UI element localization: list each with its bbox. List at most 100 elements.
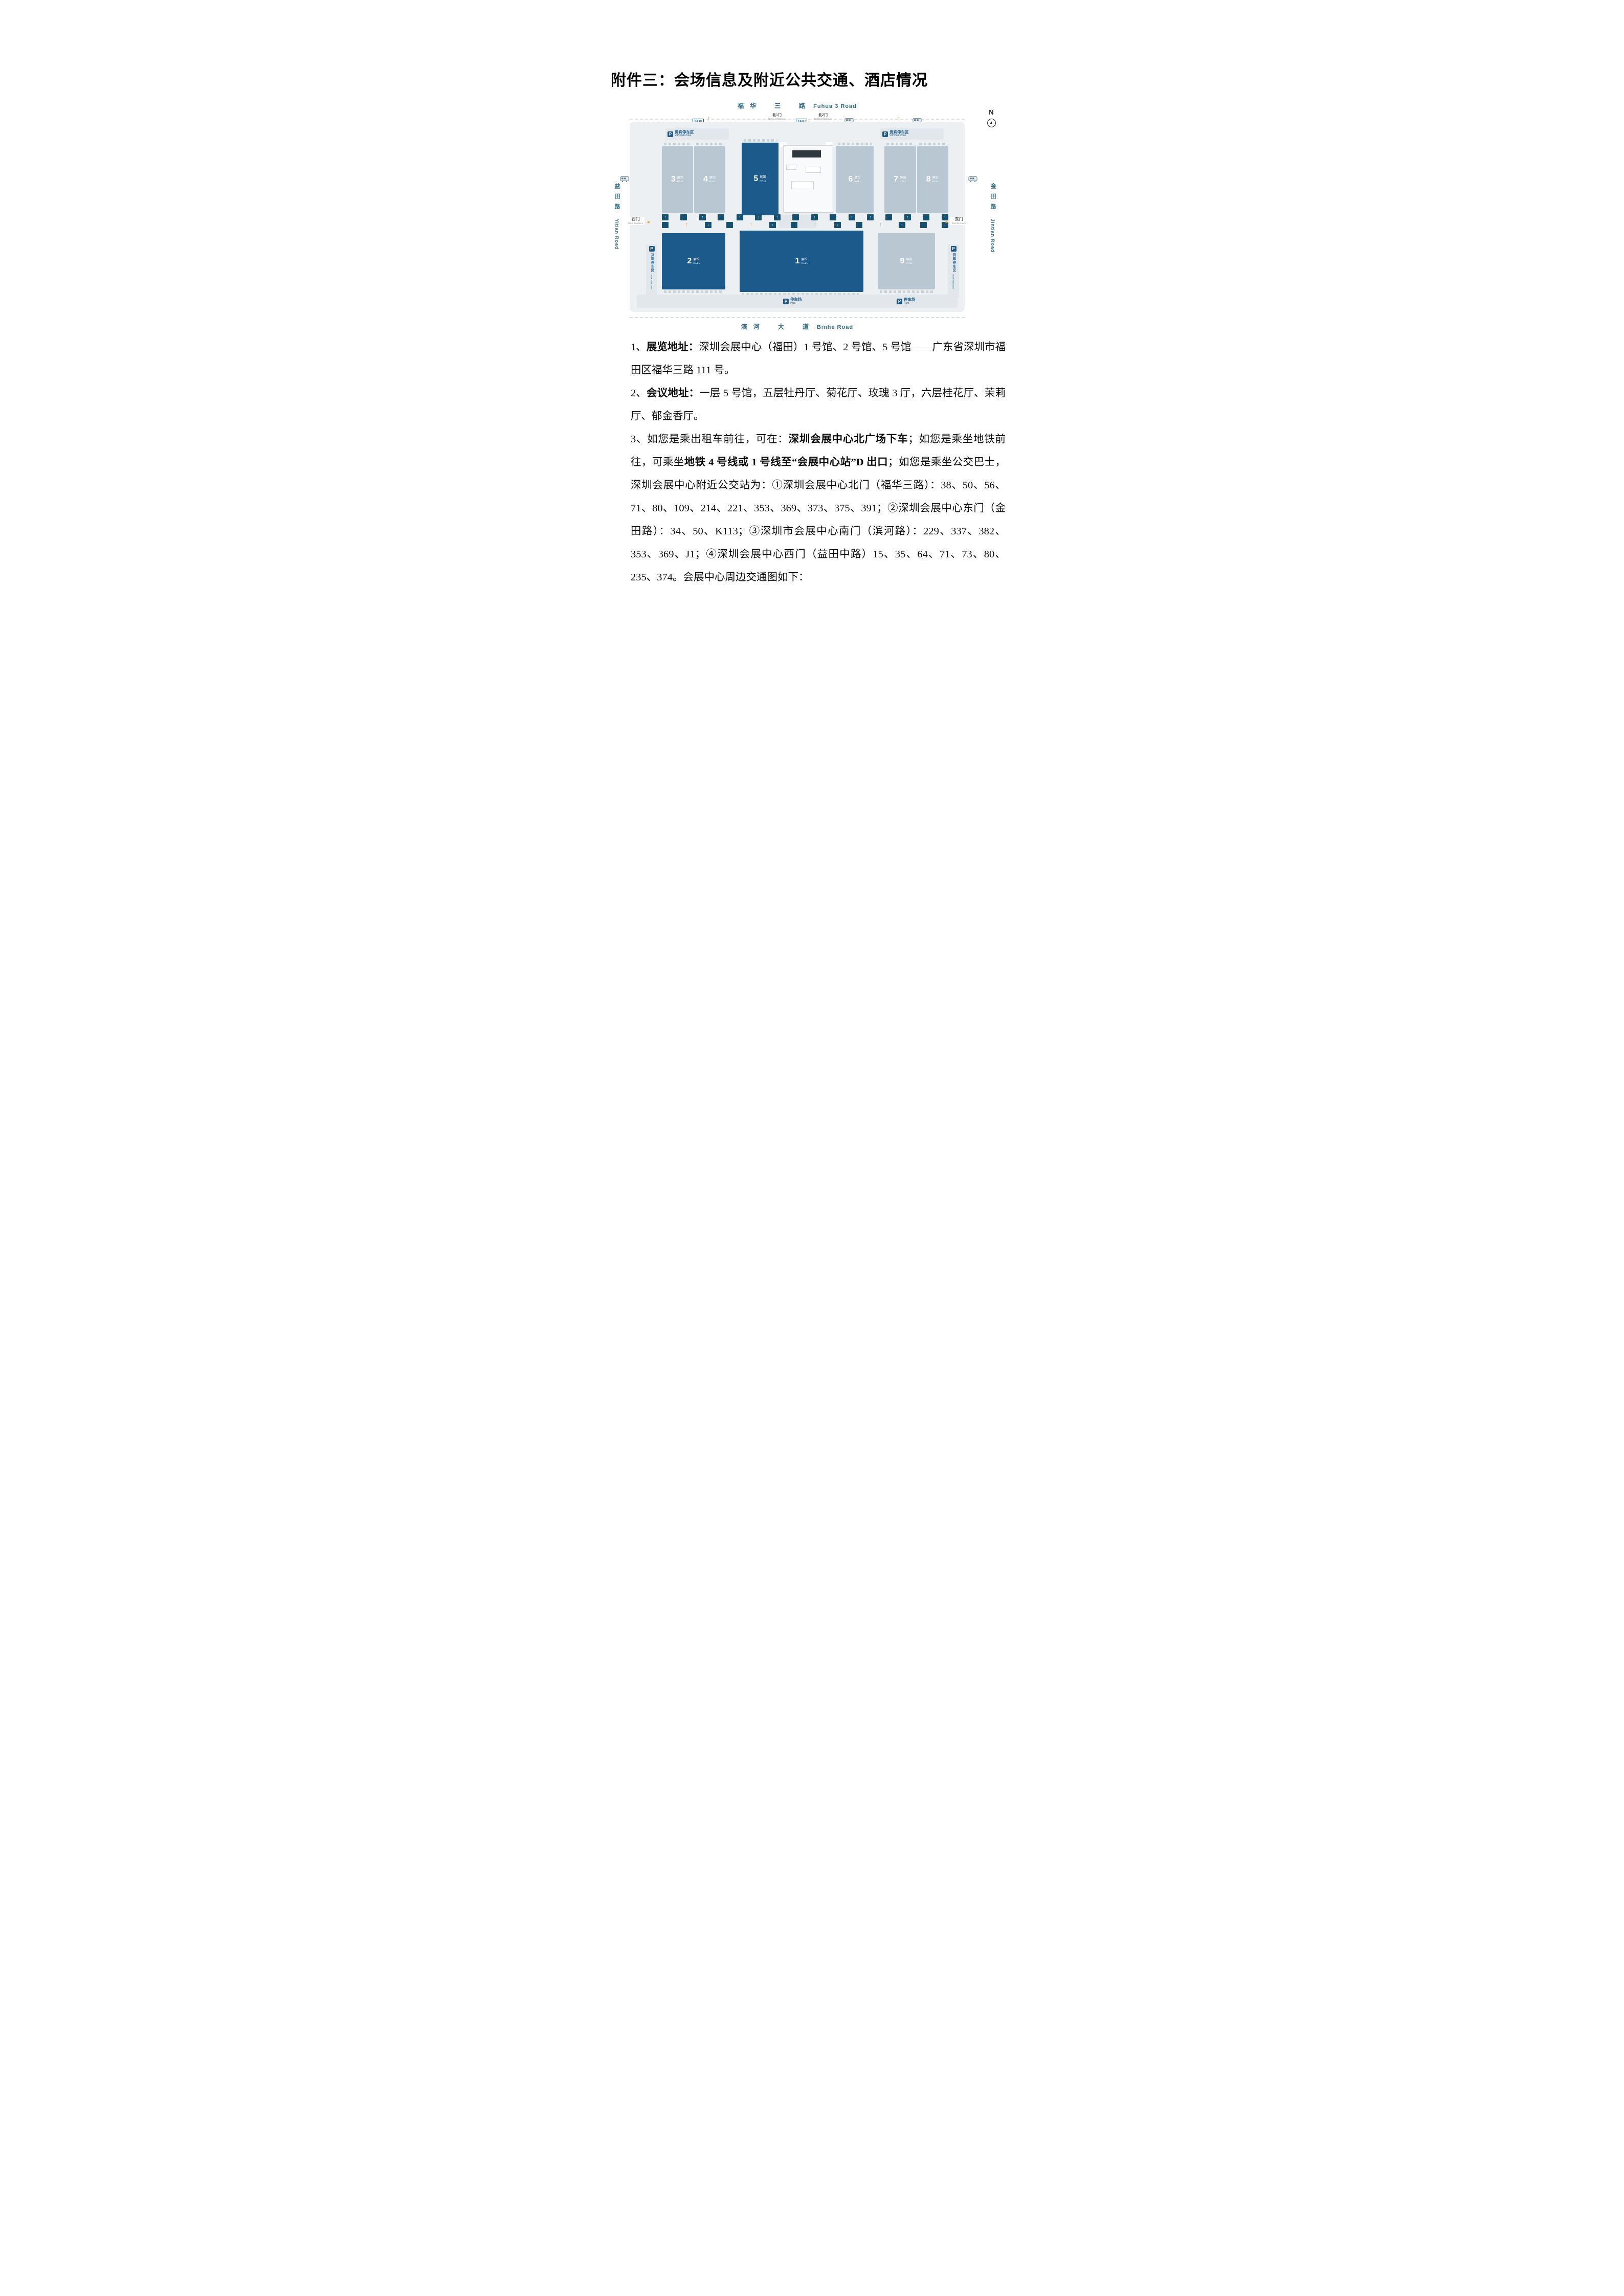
concourse-facility-icons xyxy=(662,214,948,228)
hall-label-en: HALL xyxy=(801,261,808,264)
facility-icon xyxy=(773,214,781,220)
text-segment-bold: 地铁 4 号线或 1 号线至“会展中心站”D 出口 xyxy=(684,457,888,468)
south-parking-strip xyxy=(637,295,958,308)
facility-icon xyxy=(920,222,927,228)
hall-label-cn: 展馆 xyxy=(760,175,766,179)
road-label-jintian: 金田路 Jintian Road xyxy=(989,183,997,253)
entrance-name-en: East Entrance xyxy=(951,221,966,224)
page-title: 附件三：会场信息及附近公共交通、酒店情况 xyxy=(611,72,928,89)
west-arrow-icon xyxy=(646,219,651,224)
facility-icon xyxy=(680,214,687,220)
road-label-yitian: 益田路 Yitian Road xyxy=(613,183,621,250)
hall-number: 1 xyxy=(795,257,800,265)
facility-icon xyxy=(718,214,725,220)
text-segment: 1、 xyxy=(631,342,647,353)
facility-icon xyxy=(736,214,743,220)
parking-label-en: VIP Park Zone xyxy=(889,134,906,138)
facility-icon xyxy=(885,214,893,220)
body-text: 1、展览地址：深圳会展中心（福田）1 号馆、2 号馆、5 号馆——广东省深圳市福… xyxy=(631,336,1006,589)
hall-label-en: HALL xyxy=(906,261,913,264)
hall-number: 6 xyxy=(848,175,853,184)
north2-gate-opening xyxy=(826,142,833,147)
truck-park-zone-left: P 货车停车区 Truck Park Zone xyxy=(646,244,657,298)
facility-icon xyxy=(662,214,669,220)
north1-gate-opening xyxy=(780,142,787,147)
hall-number: 3 xyxy=(671,175,676,184)
bus-stop-icon xyxy=(968,176,977,182)
facility-icon xyxy=(705,222,712,228)
parking-label-en: VIP Park Zone xyxy=(675,134,692,138)
parking-label-en: Park xyxy=(790,301,796,305)
paragraph-exhibition-address: 1、展览地址：深圳会展中心（福田）1 号馆、2 号馆、5 号馆——广东省深圳市福… xyxy=(631,336,1006,382)
hall-number: 9 xyxy=(900,257,905,265)
entrance-name-cn: 北1门 xyxy=(772,114,782,117)
entrance-name-en: West Entrance xyxy=(628,221,643,224)
road-lane-divider-bottom xyxy=(630,317,965,318)
hall-label-en: HALL xyxy=(932,179,939,183)
parking-label-cn: 货车停车区 xyxy=(650,253,654,273)
text-segment: 深圳会展中心（福田）1 号馆、2 号馆、5 号馆——广东省深圳市福田区福华三路 … xyxy=(631,342,1006,376)
facility-icon xyxy=(855,222,862,228)
text-segment-bold: 深圳会展中心北广场下车 xyxy=(788,434,908,445)
paragraph-transportation: 3、如您是乘出租车前往，可在：深圳会展中心北广场下车；如您是乘坐地铁前往，可乘坐… xyxy=(631,428,1006,589)
hall-number: 5 xyxy=(753,174,759,183)
parking-label-en: Truck Park Zone xyxy=(952,274,955,289)
entrance-name-cn: 西门 xyxy=(631,217,640,221)
road-name-en: Yitian Road xyxy=(614,219,619,250)
facility-icon xyxy=(769,222,776,228)
facility-icon xyxy=(792,214,799,220)
hall-label-en: HALL xyxy=(854,179,861,183)
hall-number: 4 xyxy=(703,175,708,184)
traffic-arrow-icon xyxy=(748,222,754,228)
facility-icon xyxy=(848,214,855,220)
hall-number: 2 xyxy=(687,257,692,265)
traffic-arrow-icon xyxy=(812,222,819,228)
truck-park-zone-right: P 货车停车区 Truck Park Zone xyxy=(948,244,959,298)
atrium-structure xyxy=(786,165,796,170)
parking-label-cn: 停车场 xyxy=(904,297,916,302)
text-segment: ；如您是乘坐地铁前往，可乘坐 xyxy=(631,434,1006,468)
facility-icon xyxy=(941,214,948,220)
facility-icon xyxy=(834,222,841,228)
road-name-en: Fuhua 3 Road xyxy=(813,103,857,109)
text-segment: ；如您是乘坐公交巴士，深圳会展中心附近公交站为：①深圳会展中心北门（福华三路）：… xyxy=(631,457,1006,583)
facility-icon xyxy=(811,214,818,220)
road-name-en: Binhe Road xyxy=(816,324,854,330)
entrance-name-cn: 东门 xyxy=(954,217,963,221)
road-name-cn: 益田路 xyxy=(614,183,620,214)
compass-north: N xyxy=(985,108,997,127)
hall-label-cn: 展馆 xyxy=(709,176,716,179)
east-arrow-icon xyxy=(945,219,949,224)
text-segment-bold: 展览地址： xyxy=(646,342,699,353)
facility-icon xyxy=(923,214,930,220)
text-segment: 3、如您是乘出租车前往，可在： xyxy=(631,434,789,445)
parking-icon: P xyxy=(783,298,789,304)
facility-icon xyxy=(791,222,798,228)
hall-label-cn: 展馆 xyxy=(932,176,939,179)
parking-icon: P xyxy=(882,131,888,137)
east-entrance-label: 东门 East Entrance xyxy=(950,217,968,226)
facility-icon xyxy=(904,214,911,220)
hall-label-en: HALL xyxy=(760,179,767,182)
entrance-name-en: North 1 Entrance xyxy=(768,118,786,121)
atrium-structure xyxy=(791,181,814,189)
compass-n-label: N xyxy=(989,108,994,116)
traffic-arrow-icon xyxy=(707,115,710,122)
hall-label-en: HALL xyxy=(709,179,717,183)
west-entrance-label: 西门 West Entrance xyxy=(627,217,645,226)
hall-label-cn: 展馆 xyxy=(693,258,700,261)
road-name-cn: 福华 三 路 xyxy=(738,102,812,109)
entrance-name-cn: 北2门 xyxy=(818,114,828,117)
